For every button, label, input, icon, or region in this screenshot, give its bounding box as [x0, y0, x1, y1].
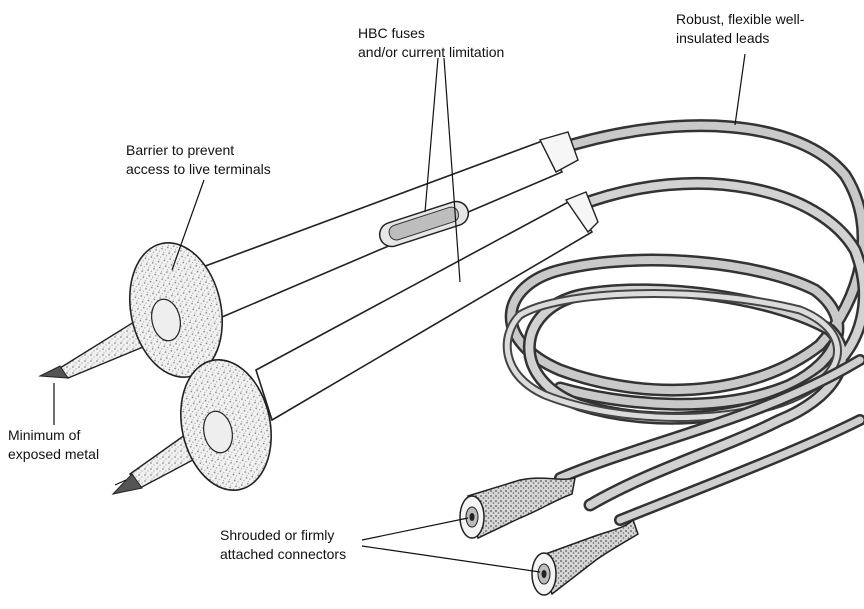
- label-barrier: Barrier to prevent access to live termin…: [126, 141, 271, 179]
- label-hbc-fuses: HBC fuses and/or current limitation: [358, 24, 504, 62]
- connector-upper: [460, 478, 575, 538]
- leader-connector-lower: [362, 546, 540, 572]
- label-robust-leads: Robust, flexible well- insulated leads: [676, 10, 804, 48]
- connector-lower: [532, 520, 638, 595]
- leader-robust-leads: [735, 54, 745, 125]
- label-connectors: Shrouded or firmly attached connectors: [220, 526, 346, 564]
- leader-connector-upper: [362, 518, 468, 540]
- label-minimum-metal: Minimum of exposed metal: [8, 426, 99, 464]
- coiled-leads: [507, 126, 864, 520]
- leader-hbc-lower: [444, 58, 460, 282]
